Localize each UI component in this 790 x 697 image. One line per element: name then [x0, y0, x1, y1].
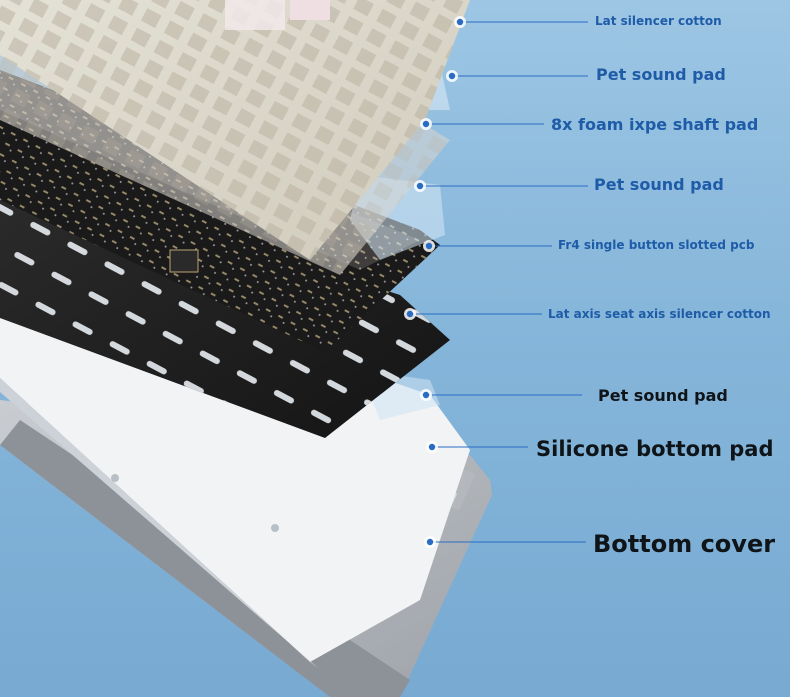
leader-dot: [425, 242, 433, 250]
label-lat-silencer-cotton: Lat silencer cotton: [595, 14, 722, 28]
leader-lines: [404, 16, 588, 548]
leader-dot: [422, 391, 430, 399]
label-pet-sound-pad-2: Pet sound pad: [594, 175, 724, 194]
label-lat-axis-silencer: Lat axis seat axis silencer cotton: [548, 307, 771, 321]
leader-dot: [416, 182, 424, 190]
label-fr4-pcb: Fr4 single button slotted pcb: [558, 238, 755, 252]
leader-dot: [426, 538, 434, 546]
leader-dot: [406, 310, 414, 318]
lat-silencer-cotton-plate: [0, 0, 470, 260]
label-bottom-cover: Bottom cover: [593, 530, 776, 558]
label-pet-sound-pad-3: Pet sound pad: [598, 386, 728, 405]
leader-dot: [456, 18, 464, 26]
leader-dot: [428, 443, 436, 451]
label-pet-sound-pad-1: Pet sound pad: [596, 65, 726, 84]
leader-dot: [448, 72, 456, 80]
label-ixpe-shaft-pad: 8x foam ixpe shaft pad: [551, 115, 759, 134]
leader-dot: [422, 120, 430, 128]
label-silicone-bottom-pad: Silicone bottom pad: [536, 437, 774, 461]
